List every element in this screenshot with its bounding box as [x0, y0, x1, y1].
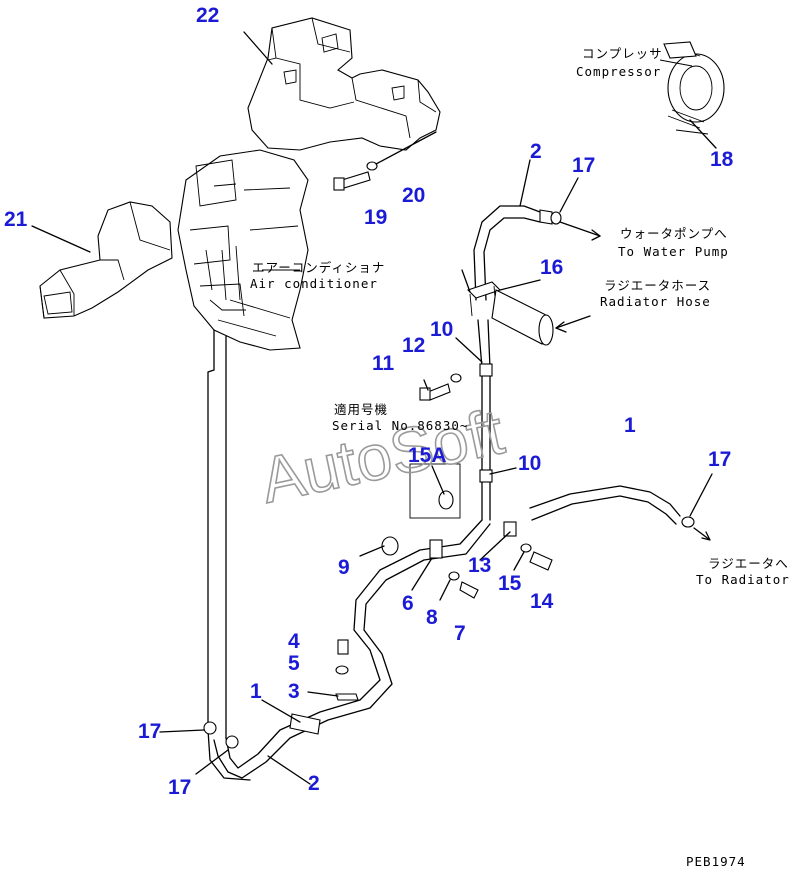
part-8-washer: [448, 571, 460, 581]
label-to-radiator-jp: ラジエータへ: [708, 556, 789, 571]
part-17-clamp-top: [550, 211, 562, 225]
part-2-hose-top: [473, 205, 553, 301]
callout-17-right: 17: [708, 448, 731, 471]
callout-12: 12: [402, 334, 425, 357]
part-3-clamp: [335, 693, 359, 701]
callout-19: 19: [364, 206, 387, 229]
callout-6: 6: [402, 592, 414, 615]
part-14-bolt: [529, 551, 553, 571]
label-aircon-jp: エアーコンディショナ: [252, 260, 385, 275]
part-1-hose-right: [529, 485, 681, 525]
callout-16: 16: [540, 256, 563, 279]
part-12-washer: [450, 373, 462, 383]
radiator-hose: [491, 289, 591, 346]
callout-17-bottom: 17: [168, 776, 191, 799]
part-10-clip-top: [479, 363, 493, 377]
label-to-radiator-en: To Radiator: [696, 572, 790, 587]
arrow-to-water-pump: [559, 221, 601, 237]
part-5-washer: [335, 665, 349, 675]
callout-4: 4: [288, 630, 300, 653]
label-compressor-jp: コンプレッサ: [582, 46, 663, 61]
callout-7: 7: [454, 622, 466, 645]
part-11-bolt: [419, 383, 451, 401]
callout-15: 15: [498, 572, 522, 595]
label-radiator-hose-jp: ラジエータホース: [604, 278, 711, 293]
part-4-bolt: [337, 639, 349, 655]
part-21-vent: [31, 201, 173, 319]
part-9-cushion: [381, 536, 399, 556]
air-conditioner-unit: [177, 149, 309, 739]
callout-11: 11: [372, 352, 395, 375]
label-compressor-en: Compressor: [576, 64, 661, 79]
part-17-clamp-right: [681, 516, 695, 528]
leader-20-bracket: [375, 131, 437, 165]
callout-17-top: 17: [572, 154, 595, 177]
callout-5: 5: [288, 652, 300, 675]
callout-2-bottom: 2: [308, 772, 320, 795]
part-15-washer: [520, 543, 532, 553]
part-22-duct: [243, 17, 441, 151]
leader-lines: [159, 159, 713, 785]
part-7-bolt: [459, 581, 479, 599]
callout-10-top: 10: [430, 318, 453, 341]
label-radiator-hose-en: Radiator Hose: [600, 294, 711, 309]
callout-9: 9: [338, 556, 350, 579]
part-6-clamp: [429, 539, 443, 559]
callout-15A: 15A: [408, 444, 447, 467]
part-10-clip-mid: [479, 469, 493, 483]
vertical-pipe: [477, 319, 493, 521]
label-water-pump-en: To Water Pump: [618, 244, 729, 259]
label-serial-jp: 適用号機: [334, 402, 388, 417]
part-1-bracket-bottom: [289, 713, 321, 735]
label-serial-en: Serial No.86830~: [332, 418, 468, 433]
callout-20: 20: [402, 184, 425, 207]
callout-21: 21: [4, 208, 28, 231]
callout-14: 14: [530, 590, 554, 613]
label-water-pump-jp: ウォータポンプへ: [620, 226, 728, 241]
part-19-bolt: [333, 171, 371, 191]
part-15A-cushion: [438, 490, 454, 510]
part-17-clamp-left: [203, 721, 217, 735]
callout-18: 18: [710, 148, 734, 171]
part-20-washer: [366, 161, 378, 171]
part-13-clamp: [503, 521, 517, 537]
part-15A-frame: [409, 463, 461, 519]
callout-1-bottom: 1: [250, 680, 262, 703]
callout-1-right: 1: [624, 414, 636, 437]
drawing-code: PEB1974: [686, 854, 746, 869]
callout-17-left: 17: [138, 720, 161, 743]
lower-pipe-assembly: [207, 519, 491, 781]
arrow-to-radiator: [693, 527, 711, 541]
callout-13: 13: [468, 554, 491, 577]
arrowhead-water-pump: [591, 229, 601, 241]
callout-2-top: 2: [530, 140, 542, 163]
callout-3: 3: [288, 680, 300, 703]
label-aircon-en: Air conditioner: [250, 276, 378, 291]
callout-10-mid: 10: [518, 452, 541, 475]
callout-8: 8: [426, 606, 438, 629]
part-18-compressor: [659, 41, 725, 149]
callout-22: 22: [196, 4, 219, 27]
part-17-clamp-bottom: [225, 735, 239, 749]
